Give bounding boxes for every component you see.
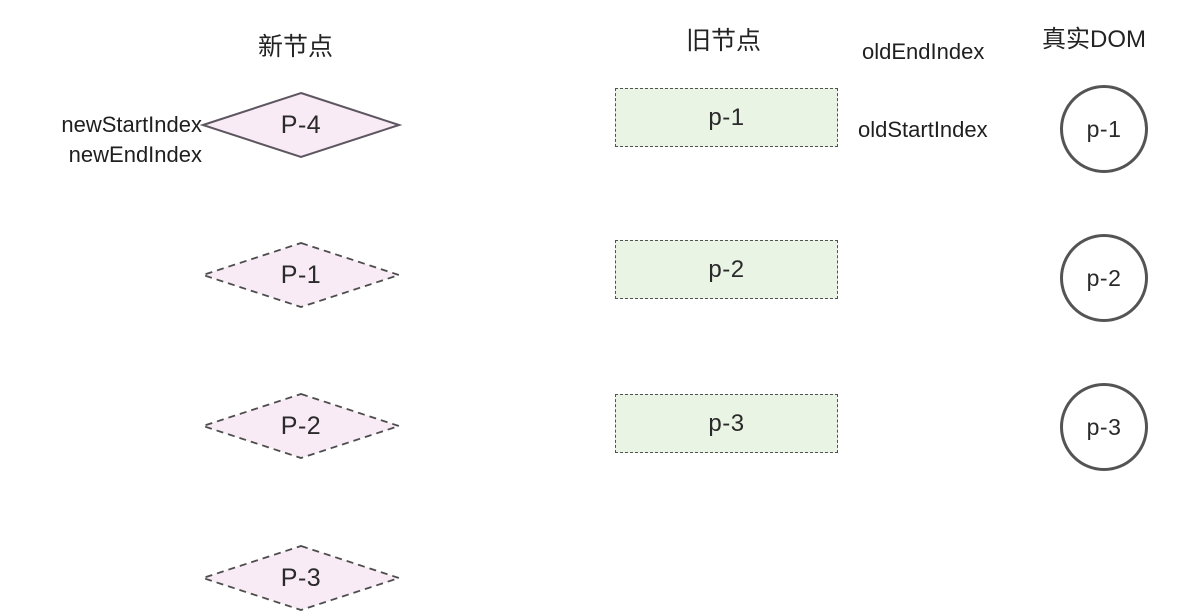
- new-nodes-title: 新节点: [258, 33, 334, 61]
- real-dom-title: 真实DOM: [1042, 26, 1146, 53]
- old-nodes-title: 旧节点: [686, 27, 762, 55]
- old-node-rect-p2: p-2: [615, 240, 838, 299]
- new-node-diamond-p4: P-4: [200, 91, 402, 159]
- new-node-label: P-4: [280, 110, 322, 139]
- diamond-shape-icon: [200, 393, 402, 459]
- old-start-index-label: oldStartIndex: [858, 117, 988, 142]
- new-node-label: P-2: [280, 411, 322, 440]
- diamond-shape-icon: [200, 545, 402, 611]
- old-node-rect-p3: p-3: [615, 394, 838, 453]
- new-node-diamond-p3: P-3: [200, 544, 402, 612]
- diamond-shape-icon: [200, 91, 402, 159]
- diamond-shape-icon: [200, 242, 402, 308]
- old-node-rect-p1: p-1: [615, 88, 838, 147]
- new-pointer-labels: newStartIndex newEndIndex: [0, 110, 202, 170]
- real-dom-circle-p2: p-2: [1060, 234, 1148, 322]
- new-node-diamond-p2: P-2: [200, 392, 402, 460]
- new-node-label: P-1: [280, 260, 322, 289]
- new-end-index-label: newEndIndex: [68, 142, 202, 167]
- old-end-index-label: oldEndIndex: [862, 39, 985, 64]
- real-dom-circle-p3: p-3: [1060, 383, 1148, 471]
- new-start-index-label: newStartIndex: [61, 112, 202, 137]
- new-node-label: P-3: [280, 563, 322, 592]
- real-dom-circle-p1: p-1: [1060, 85, 1148, 173]
- new-node-diamond-p1: P-1: [200, 241, 402, 309]
